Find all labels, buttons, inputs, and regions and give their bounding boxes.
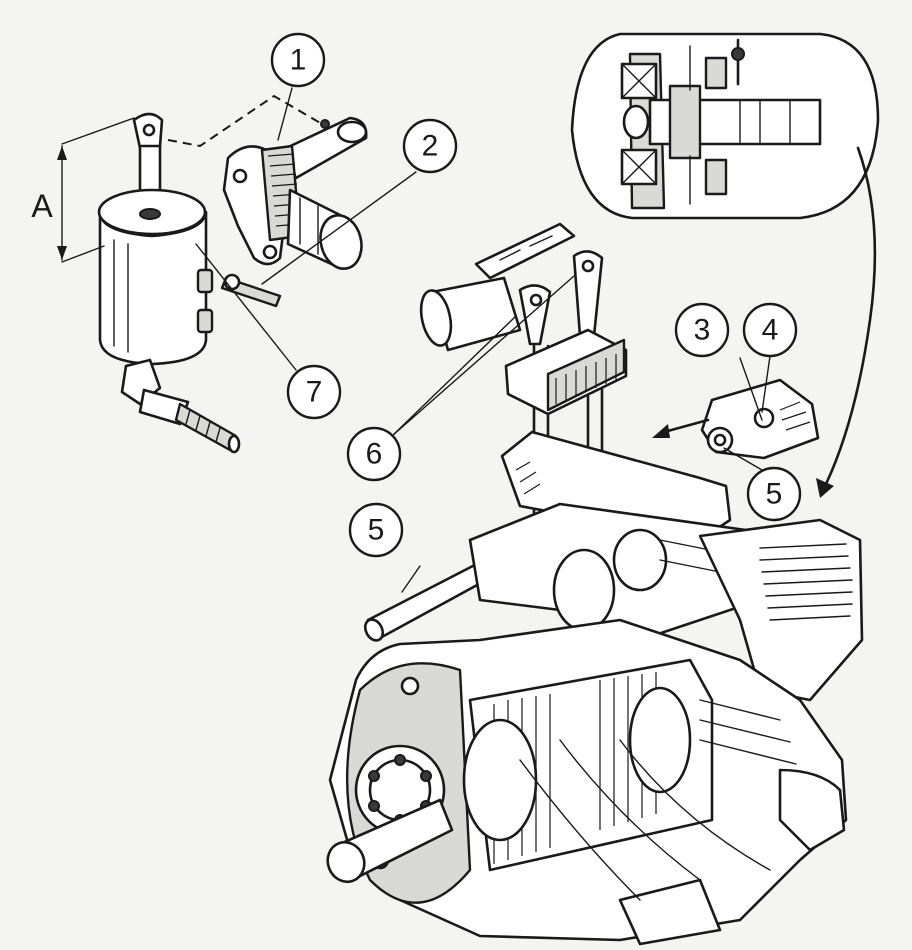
callout-3: 3 (674, 302, 730, 358)
inset-detail (570, 32, 880, 220)
callout-2: 2 (402, 118, 458, 174)
dimension-a: A (31, 117, 135, 263)
dimension-a-label: A (31, 188, 53, 224)
callout-6-label: 6 (366, 438, 383, 471)
linkage-dashed-line (167, 94, 323, 148)
callout-leaders (195, 87, 771, 593)
callout-5-rail-label: 5 (368, 514, 385, 547)
callout-4-label: 4 (762, 314, 779, 347)
solenoid-assembly (97, 112, 241, 454)
callout-5-bracket-label: 5 (766, 478, 783, 511)
detent-bracket (652, 378, 820, 460)
callout-1-label: 1 (290, 44, 307, 77)
callout-5-bracket: 5 (746, 466, 802, 522)
callout-1: 1 (270, 32, 326, 88)
callout-3-label: 3 (694, 314, 711, 347)
inset-leader-arrow (816, 146, 877, 498)
lever-shaft-assembly (220, 116, 368, 308)
callout-5-rail: 5 (348, 502, 404, 558)
main-gearbox (326, 222, 864, 946)
callout-6: 6 (346, 426, 402, 482)
callout-4: 4 (742, 302, 798, 358)
callout-7-label: 7 (306, 376, 323, 409)
callout-7: 7 (286, 364, 342, 420)
callout-2-label: 2 (422, 130, 439, 163)
